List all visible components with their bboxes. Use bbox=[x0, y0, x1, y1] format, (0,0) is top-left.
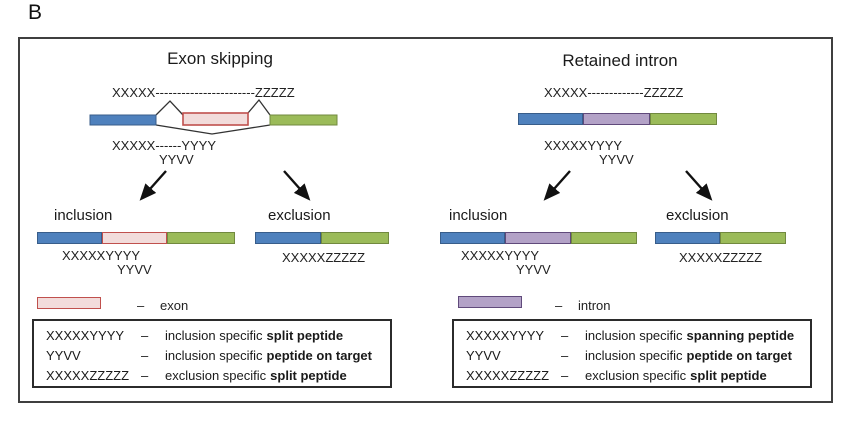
inclusion-arrow bbox=[139, 170, 167, 201]
blue-exon-segment bbox=[655, 232, 720, 244]
exclusion-arrow bbox=[685, 170, 713, 201]
green-exon-segment bbox=[650, 113, 717, 125]
intron-segment bbox=[583, 113, 650, 125]
gene-structure-diagram bbox=[89, 98, 338, 135]
exclusion-label: exclusion bbox=[268, 207, 331, 224]
legend-desc-text: exclusion specific bbox=[585, 368, 687, 383]
inclusion-transcript-bar bbox=[440, 232, 637, 244]
exclusion-transcript-bar bbox=[255, 232, 389, 244]
junction-peptide-line2: YYVV bbox=[599, 152, 634, 167]
legend-code: YYVV bbox=[466, 348, 501, 363]
exon-skip-path-line bbox=[155, 124, 271, 135]
inclusion-peptide-line2: YYVV bbox=[516, 262, 551, 277]
exclusion-arrow bbox=[283, 170, 311, 201]
pre-mrna-sequence: XXXXX-------------ZZZZZ bbox=[544, 85, 684, 100]
exclusion-transcript-bar bbox=[655, 232, 786, 244]
legend-desc-text: inclusion specific bbox=[585, 328, 683, 343]
inclusion-label: inclusion bbox=[54, 207, 113, 224]
legend-desc-bold: split peptide bbox=[690, 368, 767, 383]
inclusion-transcript-bar bbox=[37, 232, 235, 244]
splice-caret-left bbox=[155, 100, 184, 116]
legend-desc-text: exclusion specific bbox=[165, 368, 267, 383]
pre-mrna-sequence: XXXXX-----------------------ZZZZZ bbox=[112, 85, 295, 100]
green-exon-segment bbox=[571, 232, 637, 244]
green-exon-segment bbox=[321, 232, 389, 244]
legend-desc-bold: peptide on target bbox=[266, 348, 372, 363]
junction-peptide-line1: XXXXXYYYY bbox=[544, 138, 623, 153]
legend-code: XXXXXYYYY bbox=[466, 328, 545, 343]
blue-exon-segment bbox=[37, 232, 102, 244]
intron-legend-swatch bbox=[458, 296, 522, 308]
alternative-exon-box bbox=[182, 112, 249, 126]
exclusion-label: exclusion bbox=[666, 207, 729, 224]
inclusion-arrow bbox=[543, 170, 571, 201]
green-exon-bar bbox=[269, 114, 338, 126]
legend-dash: – bbox=[141, 348, 149, 363]
legend-dash: – bbox=[561, 368, 569, 383]
blue-exon-bar bbox=[89, 114, 157, 126]
blue-exon-segment bbox=[255, 232, 321, 244]
legend-desc-text: inclusion specific bbox=[165, 328, 263, 343]
legend-swatch-label: intron bbox=[578, 298, 611, 313]
figure-label: B bbox=[28, 1, 43, 24]
green-exon-segment bbox=[167, 232, 235, 244]
exon-legend-swatch bbox=[37, 297, 101, 309]
legend-dash: – bbox=[561, 348, 569, 363]
legend-swatch-label: exon bbox=[160, 298, 189, 313]
legend-desc-text: inclusion specific bbox=[165, 348, 263, 363]
legend-code: YYVV bbox=[46, 348, 81, 363]
inclusion-peptide-line2: YYVV bbox=[117, 262, 152, 277]
legend-code: XXXXXYYYY bbox=[46, 328, 125, 343]
inclusion-peptide-line1: XXXXXYYYY bbox=[62, 248, 141, 263]
legend-desc-bold: split peptide bbox=[266, 328, 344, 343]
legend-dash: – bbox=[141, 328, 149, 343]
panel-title-exon-skipping: Exon skipping bbox=[167, 49, 273, 68]
legend-desc-bold: spanning peptide bbox=[686, 328, 795, 343]
intron-segment bbox=[505, 232, 571, 244]
legend-dash: – bbox=[561, 328, 569, 343]
legend-swatch-dash: – bbox=[555, 298, 563, 313]
green-exon-segment bbox=[720, 232, 786, 244]
alternative-exon-segment bbox=[102, 232, 167, 244]
exclusion-peptide: XXXXXZZZZZ bbox=[282, 250, 366, 265]
splice-caret-right bbox=[247, 98, 271, 116]
legend-desc-bold: split peptide bbox=[270, 368, 347, 383]
inclusion-peptide-line1: XXXXXYYYY bbox=[461, 248, 540, 263]
inclusion-label: inclusion bbox=[449, 207, 508, 224]
legend-code: XXXXXZZZZZ bbox=[466, 368, 550, 383]
junction-peptide-line1: XXXXX------YYYY bbox=[112, 138, 217, 153]
legend-desc-bold: peptide on target bbox=[686, 348, 792, 363]
legend-code: XXXXXZZZZZ bbox=[46, 368, 130, 383]
junction-peptide-line2: YYVV bbox=[159, 152, 194, 167]
legend-swatch-dash: – bbox=[137, 298, 145, 313]
retained-intron-gene-bar bbox=[518, 113, 717, 125]
panel-title-retained-intron: Retained intron bbox=[562, 51, 678, 70]
exclusion-peptide: XXXXXZZZZZ bbox=[679, 250, 763, 265]
legend-desc-text: inclusion specific bbox=[585, 348, 683, 363]
legend-dash: – bbox=[141, 368, 149, 383]
blue-exon-segment bbox=[440, 232, 505, 244]
blue-exon-segment bbox=[518, 113, 583, 125]
